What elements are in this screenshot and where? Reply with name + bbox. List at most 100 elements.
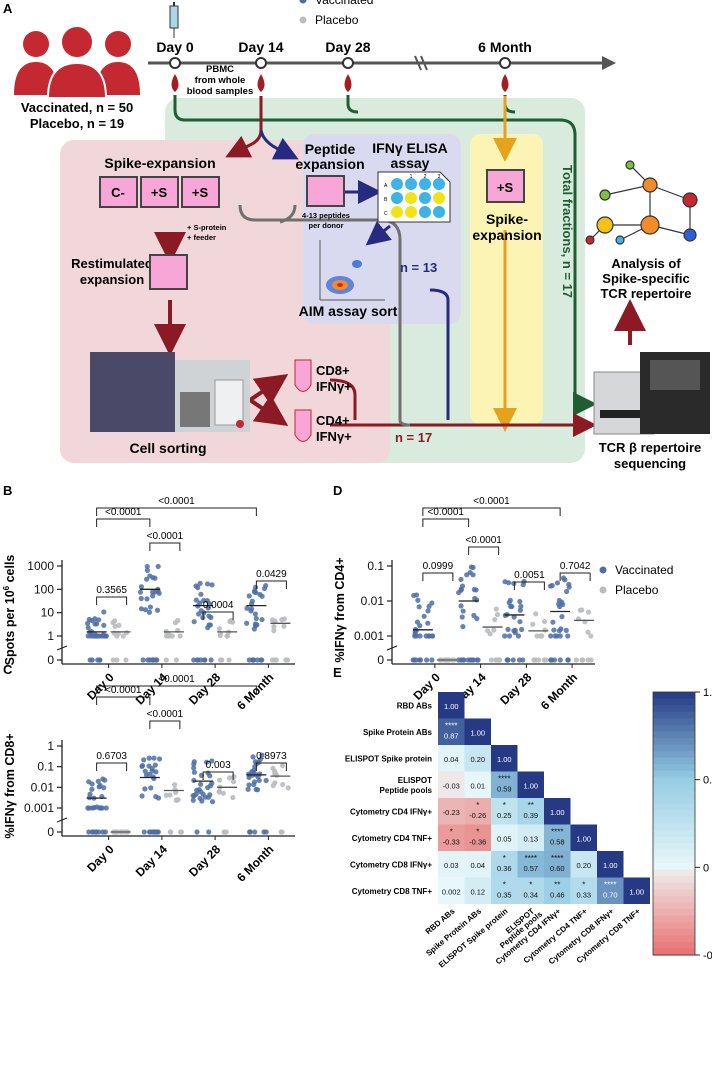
placebo-point [216, 789, 222, 795]
significance-label: ** [528, 801, 534, 810]
heatmap-cell [517, 798, 544, 825]
cell-value-label: 0.25 [497, 811, 512, 820]
colorbar-segment [653, 738, 695, 746]
peptide-note-1: 4-13 peptides [302, 211, 350, 220]
comparison-bracket [96, 518, 151, 527]
placebo-point [534, 633, 540, 639]
row-label: ELISPOT [398, 776, 432, 785]
colorbar-segment [653, 810, 695, 818]
vaccinated-point [209, 780, 215, 786]
vaccinated-point [191, 765, 197, 771]
elisa-row-label: C [384, 211, 388, 217]
cell-value-label: 0.46 [550, 891, 565, 900]
heatmap-cell [438, 798, 465, 825]
pbmc-label-1: PBMC [206, 64, 234, 75]
p-value-label: 0.0429 [256, 569, 287, 580]
vaccinated-point [102, 777, 108, 783]
significance-label: * [476, 801, 479, 810]
comparison-bracket [202, 771, 234, 780]
vaccinated-point [85, 625, 91, 631]
vaccinated-point [153, 794, 159, 800]
vaccinated-point [87, 791, 93, 797]
vaccinated-point [515, 633, 522, 639]
vaccinated-point [506, 580, 512, 586]
analysis-label-2: Spike-specific [602, 271, 689, 286]
vaccinated-point [89, 786, 95, 792]
tcr-label-1: TCR β repertoire [599, 440, 702, 455]
heatmap-cell [544, 877, 571, 904]
heatmap-cell [517, 877, 544, 904]
vaccinated-point [425, 620, 431, 626]
vaccinated-point [150, 657, 157, 663]
colorbar-segment [653, 836, 695, 844]
vaccinated-point [505, 626, 511, 633]
row-label: Spike Protein ABs [363, 728, 433, 737]
cell-value-label: 0.20 [470, 755, 485, 764]
placebo-point [588, 633, 594, 639]
placebo-point [165, 633, 172, 639]
significance-label: **** [604, 881, 616, 890]
aim-flow-plot-icon [319, 240, 385, 301]
vaccinated-point [510, 657, 516, 663]
vaccinated-point [557, 657, 563, 663]
aim-label: AIM assay sort [299, 303, 398, 319]
y-tick-label: 0.1 [367, 559, 384, 573]
vaccinated-point [144, 596, 150, 602]
heatmap-cell [544, 851, 571, 878]
heatmap-cell [517, 771, 544, 798]
elisa-plate-icon [377, 171, 451, 223]
vaccinated-point [560, 575, 567, 581]
vaccinated-point [415, 597, 421, 603]
vaccinated-point [247, 829, 253, 835]
peptide-label-2: expansion [295, 156, 364, 172]
placebo-point [541, 618, 548, 625]
placebo-point [271, 624, 277, 630]
vaccinated-point [509, 603, 515, 610]
timepoint-label: Day 0 [156, 39, 194, 55]
vaccinated-point [197, 781, 204, 787]
placebo-point [114, 657, 120, 663]
cell-value-label: 0.03 [444, 861, 459, 870]
vaccinated-point [191, 657, 197, 663]
colorbar-segment [653, 698, 695, 706]
vaccinated-point [559, 599, 565, 605]
cell-value-label: 0.04 [470, 861, 485, 870]
placebo-point [493, 606, 499, 612]
y-tick-label: 0 [47, 825, 54, 839]
elisa-col-label: 2 [424, 174, 427, 180]
n17-red-label: n = 17 [395, 430, 432, 445]
placebo-point [270, 782, 276, 789]
row-label: RBD ABs [397, 701, 433, 710]
vaccinated-point [207, 622, 214, 628]
vaccinated-point [193, 597, 199, 603]
vaccinated-point [411, 657, 417, 663]
vaccinated-point [559, 614, 565, 620]
vaccinated-point [471, 586, 477, 593]
panel-label-d: D [333, 483, 342, 498]
panel-label-b: B [3, 483, 12, 498]
vaccinated-point [566, 584, 572, 590]
p-value-label: <0.0001 [428, 507, 465, 518]
vaccinated-point [417, 657, 423, 663]
vaccinated-point [417, 623, 423, 629]
blood-drop-icon [344, 74, 352, 92]
vaccinated-point [257, 756, 263, 763]
restim-label-2: expansion [80, 272, 144, 287]
placebo-point [536, 657, 542, 663]
placebo-point [169, 633, 175, 639]
cell-value-label: 0.60 [550, 864, 565, 873]
syringe-icon [169, 2, 179, 38]
cell-value-label: -0.33 [443, 838, 460, 847]
placebo-point [216, 626, 223, 632]
panel-label-c: C [3, 662, 13, 677]
vaccinated-point [141, 829, 147, 835]
vaccinated-point [150, 575, 156, 581]
colorbar-segment [653, 882, 695, 890]
vaccinated-point [252, 829, 258, 835]
colorbar-segment [653, 876, 695, 884]
vaccinated-point [150, 593, 156, 599]
vaccinated-point [196, 611, 202, 617]
comparison-bracket [422, 572, 454, 581]
sequencer-icon [593, 352, 710, 435]
